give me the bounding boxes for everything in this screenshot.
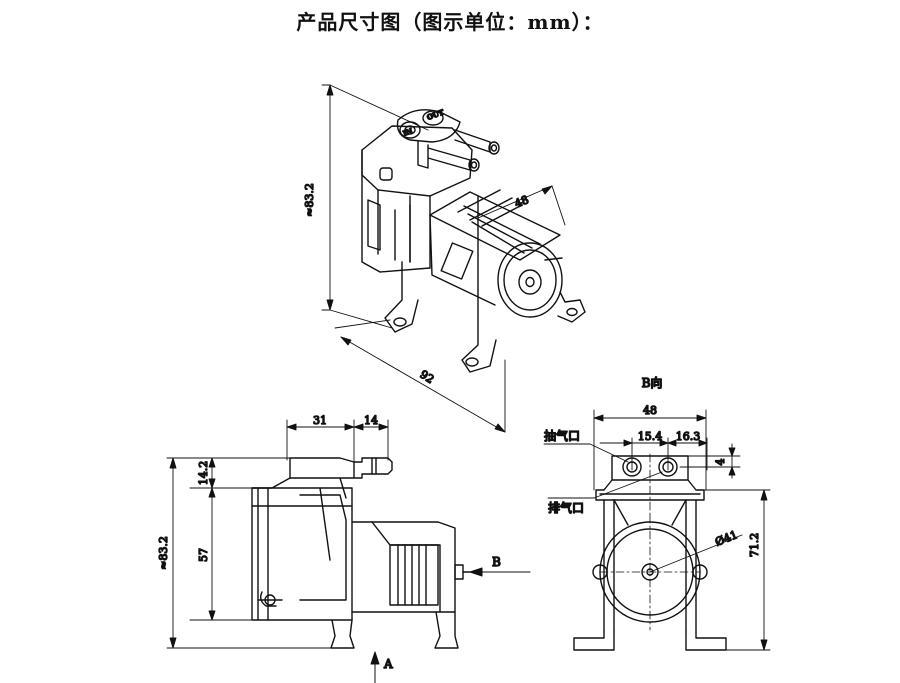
iso-motor — [429, 189, 563, 318]
arrow-a-label: A — [383, 657, 393, 671]
side-arrow-a — [370, 651, 380, 683]
side-left-dimensions — [166, 457, 341, 649]
iso-port-cap — [396, 109, 461, 143]
side-dim-57: 57 — [197, 548, 210, 562]
side-pump-head — [251, 457, 393, 499]
iso-port-in-label: IN — [402, 126, 415, 138]
side-dim-14-2: 14.2 — [197, 461, 210, 486]
b-dim-16-3: 16.3 — [676, 430, 701, 443]
side-dim-83-2: ≈83.2 — [157, 536, 170, 570]
iso-height-dimension — [321, 84, 429, 329]
b-dim-diameter-41: Ø41 — [713, 528, 739, 549]
suction-port-label: 抽气口 — [544, 428, 580, 443]
iso-pump-head — [361, 125, 473, 273]
side-motor — [351, 521, 471, 613]
exhaust-port-label: 排气口 — [548, 500, 584, 515]
b-width-dimension — [593, 409, 707, 491]
b-dim-48: 48 — [643, 404, 657, 417]
b-motor-face — [592, 453, 743, 631]
page-title: 产品尺寸图（图示单位：mm）： — [296, 10, 604, 34]
arrow-b-label: B — [492, 555, 501, 569]
iso-length-dimension — [334, 319, 506, 433]
b-dim-15-4: 15.4 — [638, 430, 663, 443]
b-offset-dimension — [679, 443, 741, 479]
side-feet — [330, 611, 459, 649]
side-dim-31: 31 — [313, 414, 327, 427]
iso-width-label: 48 — [513, 193, 531, 210]
side-dim-14: 14 — [364, 414, 378, 427]
iso-height-label: ≈83.2 — [303, 183, 316, 217]
suction-port-leader — [543, 443, 629, 463]
b-view: B向 48 15.4 16.3 — [543, 374, 771, 651]
b-view-title: B向 — [642, 375, 663, 390]
iso-mounting-feet — [384, 195, 586, 373]
side-top-dimensions — [286, 419, 389, 463]
side-arrow-b — [469, 567, 531, 577]
iso-width-dimension — [477, 185, 566, 226]
b-dim-4: 4 — [714, 459, 727, 466]
b-feet — [573, 631, 727, 651]
b-ports — [622, 457, 678, 477]
b-dim-71-2: 71.2 — [748, 533, 761, 558]
iso-length-label: 92 — [417, 368, 436, 386]
b-height-dimension — [703, 489, 771, 651]
side-body — [251, 487, 353, 621]
side-view: 31 14 14.2 57 ≈83.2 — [156, 413, 531, 683]
b-port-spacing-dimension — [599, 437, 708, 471]
isometric-view: ≈83.2 92 48 — [302, 84, 586, 433]
iso-nozzles — [417, 129, 500, 172]
